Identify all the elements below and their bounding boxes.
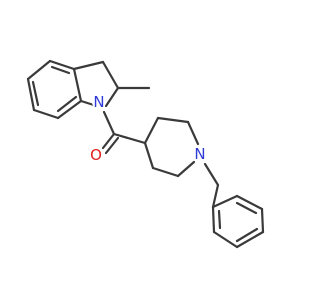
double-bond-inner (56, 95, 78, 113)
bond (72, 67, 83, 103)
carbonyl-oxygen-atom: O (89, 146, 103, 164)
bond (26, 77, 36, 112)
bond (32, 108, 60, 120)
bond (156, 116, 190, 124)
indoline-nitrogen-label: N (93, 93, 104, 111)
benzyl-phenyl-ring (211, 194, 265, 249)
double-bond-inner (31, 80, 40, 107)
bond (102, 110, 116, 136)
double-bond-inner (217, 209, 222, 230)
benzyl-bond (211, 183, 220, 209)
bond (143, 116, 160, 145)
bond (235, 230, 265, 249)
bond (186, 120, 200, 146)
bond (72, 60, 105, 71)
indoline-nitrogen-atom: N (92, 93, 106, 111)
bond (211, 205, 216, 234)
molecule-structure: N O N (26, 59, 265, 249)
bond (235, 194, 264, 211)
bond (151, 166, 180, 178)
piperidine-nitrogen-atom: N (193, 145, 207, 163)
bond (104, 86, 120, 108)
amide-linkage (101, 110, 147, 155)
bond (176, 160, 196, 178)
bond (26, 59, 52, 81)
bond (260, 207, 265, 234)
bond (101, 60, 120, 90)
piperidine-nitrogen-label: N (194, 145, 205, 163)
carbonyl-double-bond (104, 136, 120, 155)
benzyl-bond (203, 162, 220, 187)
bond (212, 230, 239, 249)
piperidine-ring (143, 116, 200, 178)
carbonyl-double-bond (101, 132, 116, 150)
bond (56, 99, 83, 120)
carbonyl-oxygen-label: O (90, 146, 102, 164)
bond (211, 194, 239, 209)
double-bond-inner (235, 227, 259, 243)
bond (112, 132, 147, 145)
double-bond-inner (235, 201, 258, 215)
bond (48, 59, 76, 71)
bond (143, 141, 155, 170)
double-bond-inner (50, 65, 71, 75)
molecule-canvas: N O N (26, 59, 265, 249)
indoline-benzene-ring (26, 59, 83, 120)
